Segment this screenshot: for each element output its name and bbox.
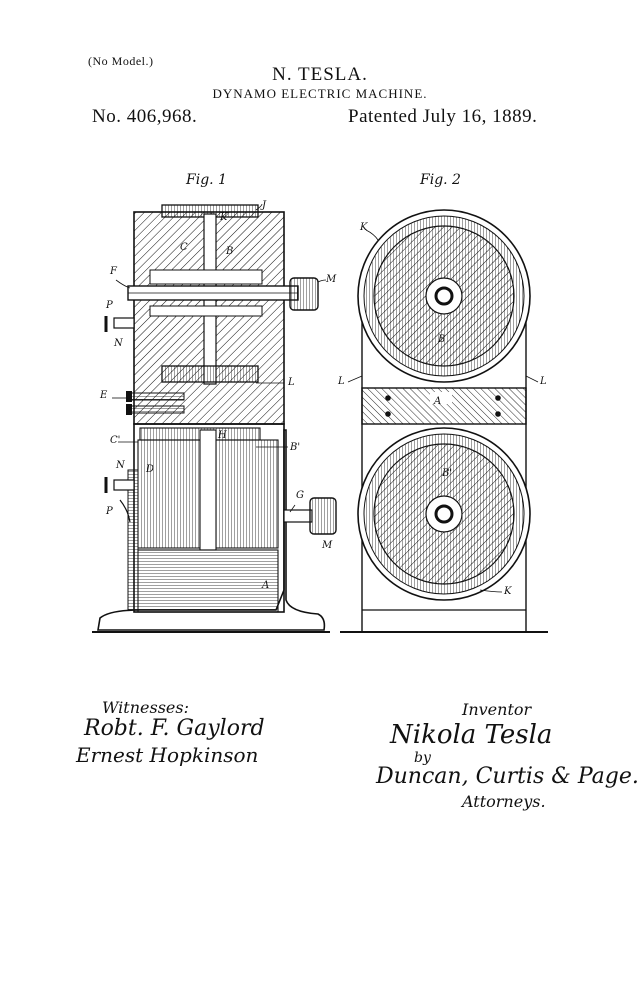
fig2-letter-k2: K [504, 586, 511, 597]
fig2-letter-l-left: L [338, 376, 345, 387]
fig1-letter-j: J [262, 200, 266, 211]
fig1-letter-m: M [326, 274, 336, 285]
fig1-letter-n: N [114, 338, 123, 349]
fig1-letter-d: D [146, 464, 154, 475]
fig2-letter-a: A [434, 396, 441, 407]
fig1-letter-k: K [220, 212, 227, 223]
fig1-letter-l: L [288, 377, 295, 388]
fig1-letter-a: A [262, 580, 269, 591]
fig1-letter-b: B [226, 246, 233, 257]
attorneys-label: Attorneys. [462, 792, 546, 811]
fig2-letter-l-right: L [540, 376, 547, 387]
fig2-drawing [340, 210, 548, 632]
fig1-letter-c1: C' [110, 435, 120, 446]
fig1-letter-b1: B' [290, 442, 300, 453]
inventor-signature: Nikola Tesla [390, 720, 552, 750]
fig2-letter-b: B [438, 334, 445, 345]
inventor-label: Inventor [462, 700, 531, 719]
fig1-letter-n2: N [116, 460, 125, 471]
fig1-letter-p2: P [106, 506, 113, 517]
fig2-letter-b1: B' [442, 468, 452, 479]
fig1-letter-e: E [100, 390, 107, 401]
witnesses-label: Witnesses: [102, 698, 189, 717]
fig1-letter-m2: M [322, 540, 332, 551]
witness-2-signature: Ernest Hopkinson [76, 743, 258, 767]
fig2-letter-k: K [360, 222, 367, 233]
fig1-letter-g: G [296, 490, 304, 501]
fig1-letter-h: H [218, 430, 227, 441]
fig1-letter-p: P [106, 300, 113, 311]
fig1-letter-f: F [110, 266, 117, 277]
fig1-letter-c: C [180, 242, 188, 253]
witness-1-signature: Robt. F. Gaylord [84, 716, 265, 741]
fig1-drawing [92, 204, 336, 632]
attorneys-signature: Duncan, Curtis & Page. [376, 764, 639, 789]
